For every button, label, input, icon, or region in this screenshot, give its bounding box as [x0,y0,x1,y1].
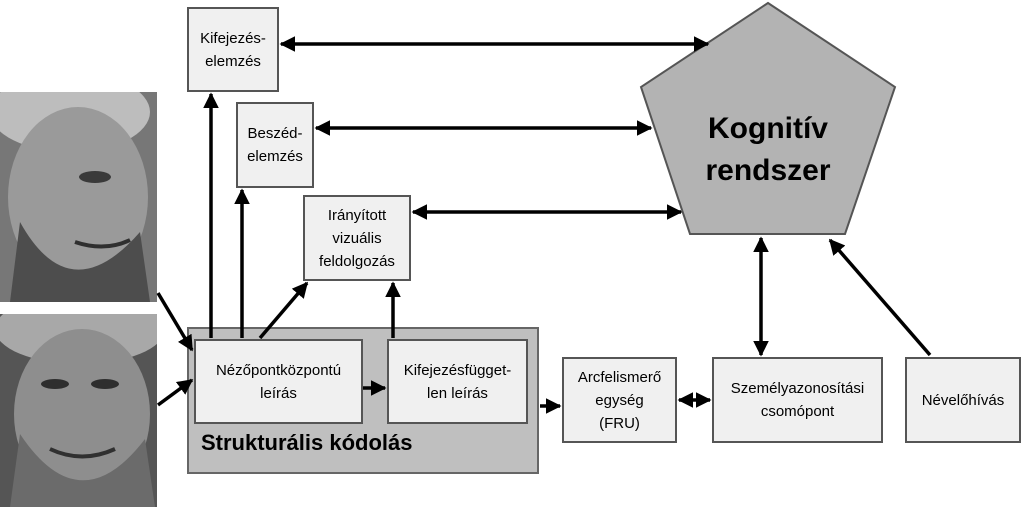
person-identity-node-box: Személyazonosítási csomópont [712,357,883,443]
face-photo-frontal [0,314,157,507]
pentagon-label-line2: rendszer [705,154,830,187]
arrows [156,36,932,414]
viewer-centered-description-box: Nézőpontközpontú leírás [194,339,363,424]
pentagon-label-line1: Kognitív [708,112,828,145]
structural-encoding-label: Strukturális kódolás [201,430,413,455]
speech-analysis-box: Beszéd- elemzés [236,102,314,188]
arrow-names-cognitive [828,238,932,357]
face-photo-profile [0,92,157,302]
directed-visual-processing-box: Irányított vizuális feldolgozás [303,195,411,281]
expression-independent-description-box: Kifejezésfügget- len leírás [387,339,528,424]
pentagon-shape [639,1,897,235]
face-recognition-unit-box: Arcfelismerő egység (FRU) [562,357,677,443]
arrow-photo-bottom-viewer [156,378,194,407]
cognitive-system-pentagon: Kognitív rendszer [639,1,897,235]
arrow-viewer-directed [258,281,309,340]
name-generation-box: Névelőhívás [905,357,1021,443]
arrow-photo-top-viewer [156,292,194,352]
expression-analysis-box: Kifejezés- elemzés [187,7,279,92]
